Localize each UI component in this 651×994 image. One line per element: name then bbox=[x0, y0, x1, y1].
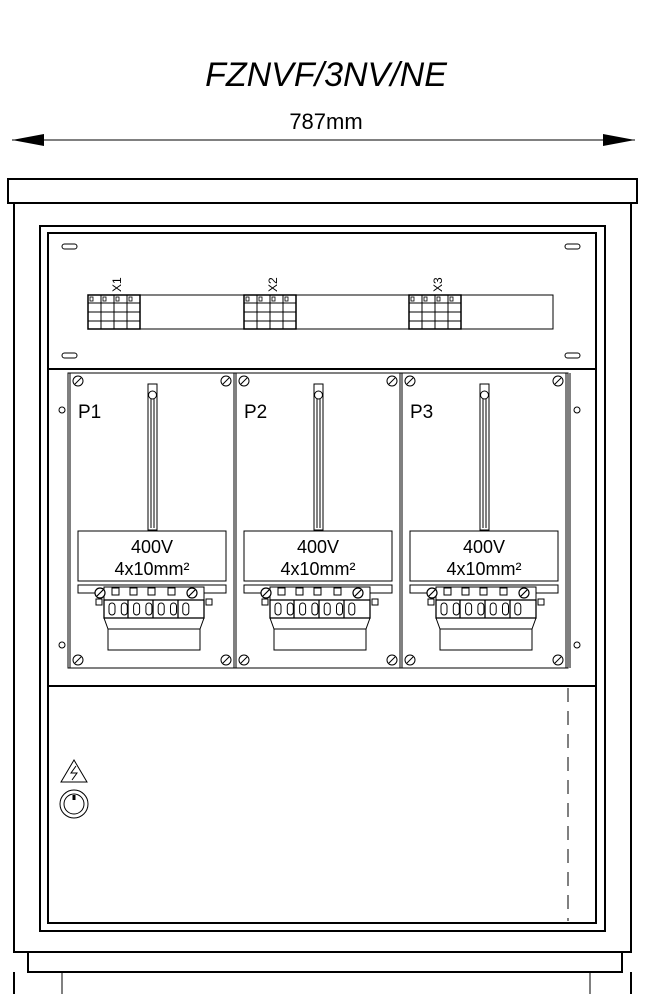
screw-icon bbox=[314, 390, 323, 400]
meter-terminal-clamps bbox=[440, 602, 522, 616]
door-compartment bbox=[47, 685, 597, 924]
high-voltage-warning-icon bbox=[60, 759, 88, 783]
meter-hanger-rail bbox=[479, 383, 490, 531]
screw-icon bbox=[426, 587, 438, 599]
cabinet-roof bbox=[7, 178, 638, 204]
screw-hole-icon bbox=[58, 406, 66, 414]
meter-label-box bbox=[409, 530, 559, 582]
terminal-block[interactable]: X3 bbox=[408, 277, 462, 330]
meter-terminal-strip bbox=[77, 584, 227, 651]
meter-cable: 4x10mm² bbox=[446, 559, 521, 579]
meter-voltage: 400V bbox=[297, 537, 339, 557]
cabinet-body bbox=[13, 202, 632, 953]
screw-icon bbox=[260, 587, 272, 599]
dimension-arrow-left-icon bbox=[12, 134, 44, 146]
screw-icon bbox=[238, 375, 250, 387]
terminal-block-label: X3 bbox=[431, 277, 445, 292]
screw-icon bbox=[552, 375, 564, 387]
screw-icon bbox=[386, 654, 398, 666]
meter-terminal-strip bbox=[243, 584, 393, 651]
meter-terminal-clamps bbox=[274, 602, 356, 616]
meter-base bbox=[273, 628, 367, 651]
meter-cable: 4x10mm² bbox=[280, 559, 355, 579]
screw-icon bbox=[518, 587, 530, 599]
meter-label-box bbox=[77, 530, 227, 582]
screw-icon bbox=[220, 654, 232, 666]
screw-icon bbox=[480, 390, 489, 400]
screw-icon bbox=[72, 375, 84, 387]
slot-hole-icon bbox=[61, 352, 78, 359]
panel-label: P3 bbox=[410, 402, 433, 423]
meter-base bbox=[107, 628, 201, 651]
meter-terminal-clamps bbox=[108, 602, 190, 616]
screw-icon bbox=[352, 587, 364, 599]
screw-icon bbox=[404, 654, 416, 666]
cabinet-plinth bbox=[27, 952, 623, 973]
meter-label-box bbox=[243, 530, 393, 582]
slot-hole-icon bbox=[564, 243, 581, 250]
drawing-title: FZNVF/3NV/NE bbox=[205, 56, 447, 94]
width-dimension-label: 787mm bbox=[289, 109, 362, 134]
screw-hole-icon bbox=[573, 406, 581, 414]
slot-hole-icon bbox=[564, 352, 581, 359]
meter-cable: 4x10mm² bbox=[114, 559, 189, 579]
meter-voltage: 400V bbox=[131, 537, 173, 557]
din-rail bbox=[87, 294, 554, 330]
meter-hanger-rail bbox=[313, 383, 324, 531]
meter-compartment bbox=[47, 368, 597, 687]
terminal-block[interactable]: X2 bbox=[243, 277, 297, 330]
slot-hole-icon bbox=[61, 243, 78, 250]
screw-hole-icon bbox=[573, 641, 581, 649]
meter-terminal-strip bbox=[409, 584, 559, 651]
dimension-arrow-right-icon bbox=[603, 134, 635, 146]
screw-icon bbox=[72, 654, 84, 666]
terminal-block-label: X1 bbox=[110, 277, 124, 292]
width-dimension: 787mm bbox=[12, 109, 635, 146]
panel-label: P1 bbox=[78, 402, 101, 423]
screw-icon bbox=[148, 390, 157, 400]
screw-icon bbox=[186, 587, 198, 599]
meter-voltage: 400V bbox=[463, 537, 505, 557]
terminal-block-label: X2 bbox=[266, 277, 280, 292]
screw-icon bbox=[404, 375, 416, 387]
cabinet bbox=[7, 178, 638, 994]
screw-icon bbox=[552, 654, 564, 666]
screw-icon bbox=[94, 587, 106, 599]
panel-label: P2 bbox=[244, 402, 267, 423]
screw-icon bbox=[386, 375, 398, 387]
meter-hanger-rail bbox=[147, 383, 158, 531]
screw-icon bbox=[220, 375, 232, 387]
terminal-block[interactable]: X1 bbox=[87, 277, 141, 330]
meter-base bbox=[439, 628, 533, 651]
door-lock-icon[interactable] bbox=[59, 789, 89, 819]
screw-hole-icon bbox=[58, 641, 66, 649]
screw-icon bbox=[238, 654, 250, 666]
cabinet-frame bbox=[39, 225, 606, 932]
